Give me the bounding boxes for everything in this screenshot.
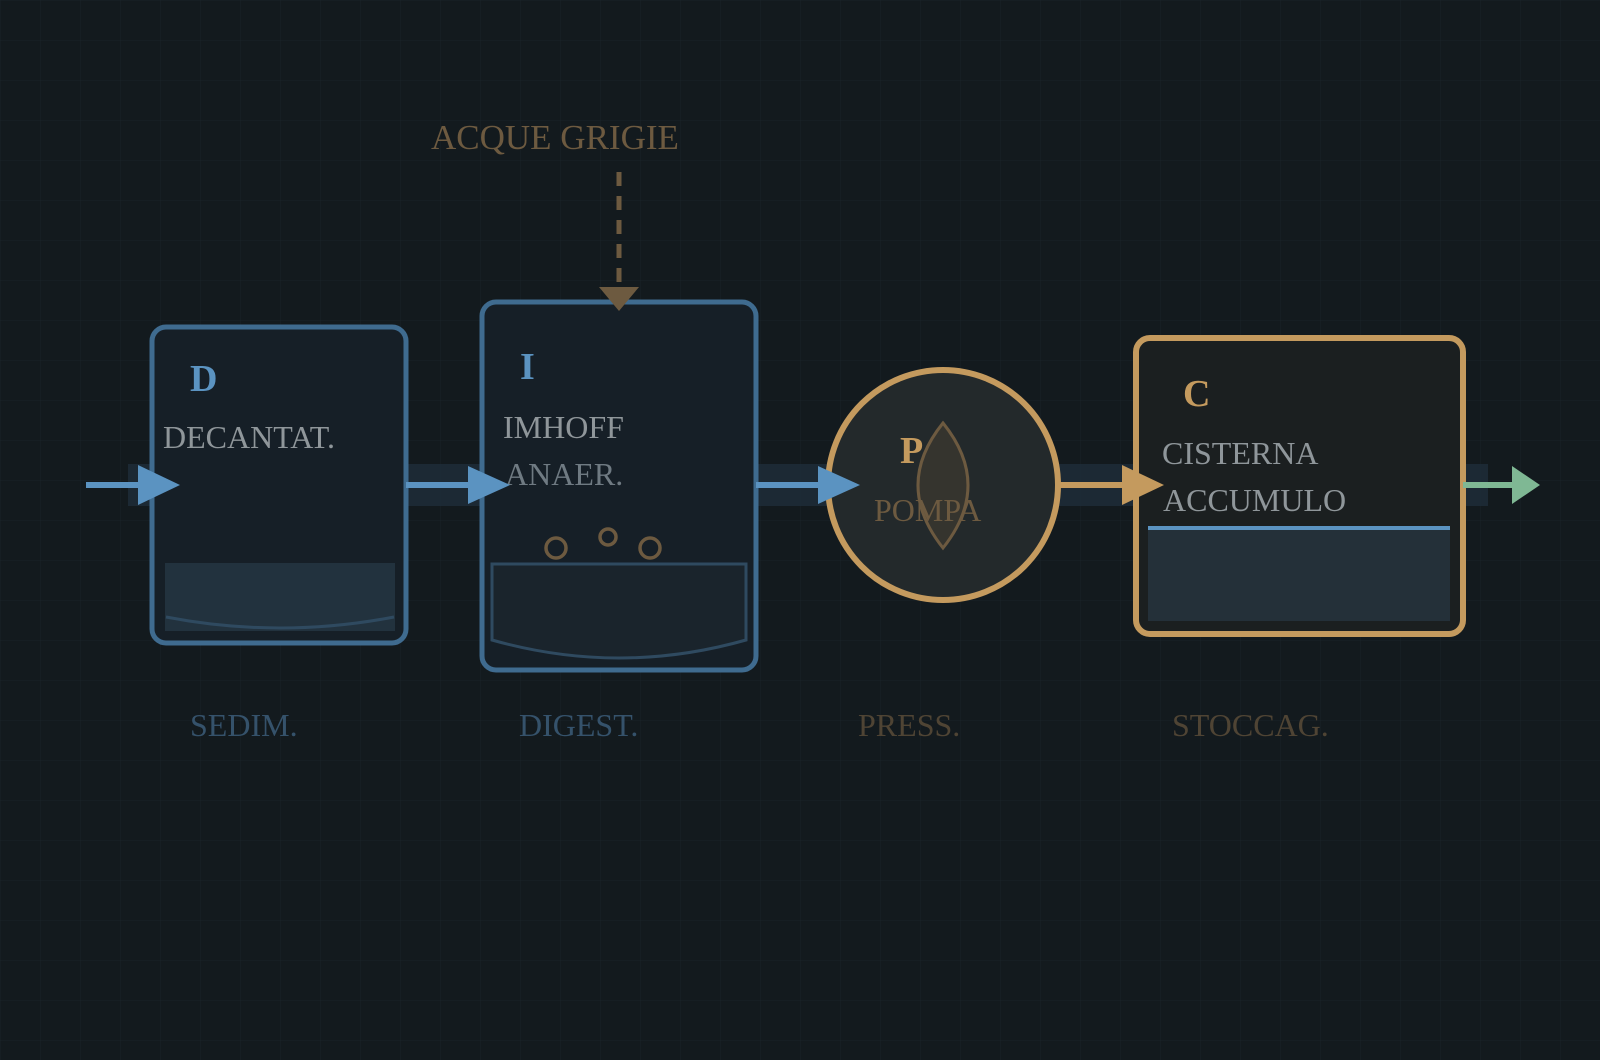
unit-pump[interactable]: P POMPA xyxy=(825,367,1061,603)
inlet-arrowhead xyxy=(599,287,639,311)
stage-caption-storage: STOCCAG. xyxy=(1172,707,1329,743)
arrow-right-icon xyxy=(756,466,860,504)
decantation-sludge xyxy=(165,563,395,631)
arrow-right-icon xyxy=(406,466,510,504)
unit-label-line-1: IMHOFF xyxy=(503,409,624,445)
cistern-water xyxy=(1148,528,1450,621)
arrow-right-icon xyxy=(1058,465,1164,505)
unit-letter: I xyxy=(520,346,535,388)
unit-label-line-1: CISTERNA xyxy=(1162,435,1318,471)
unit-letter: P xyxy=(900,430,923,472)
unit-label-line-2: ANAER. xyxy=(505,456,623,492)
imhoff-digestion-chamber xyxy=(490,562,748,660)
flow-arrows xyxy=(86,465,1540,505)
unit-decantation[interactable]: D DECANTAT. xyxy=(149,324,409,646)
unit-label: DECANTAT. xyxy=(163,419,335,455)
unit-label-line-2: ACCUMULO xyxy=(1163,482,1346,518)
arrow-right-icon xyxy=(1463,466,1540,504)
greywater-inlet: ACQUE GRIGIE xyxy=(431,118,679,311)
decantation-bottom-curve xyxy=(165,615,395,630)
unit-imhoff[interactable]: I IMHOFF ANAER. xyxy=(479,299,759,673)
stage-caption-sedimentation: SEDIM. xyxy=(190,707,298,743)
gas-bubbles-icon xyxy=(544,527,662,560)
inlet-label: ACQUE GRIGIE xyxy=(431,118,679,157)
arrow-right-icon xyxy=(86,465,180,505)
unit-cistern[interactable]: C CISTERNA ACCUMULO xyxy=(1133,335,1466,637)
unit-label: POMPA xyxy=(874,492,981,528)
unit-letter: D xyxy=(190,358,217,400)
impeller-icon xyxy=(916,420,970,551)
stage-caption-digestion: DIGEST. xyxy=(519,707,638,743)
stage-caption-pressurization: PRESS. xyxy=(858,707,960,743)
unit-letter: C xyxy=(1183,373,1210,415)
